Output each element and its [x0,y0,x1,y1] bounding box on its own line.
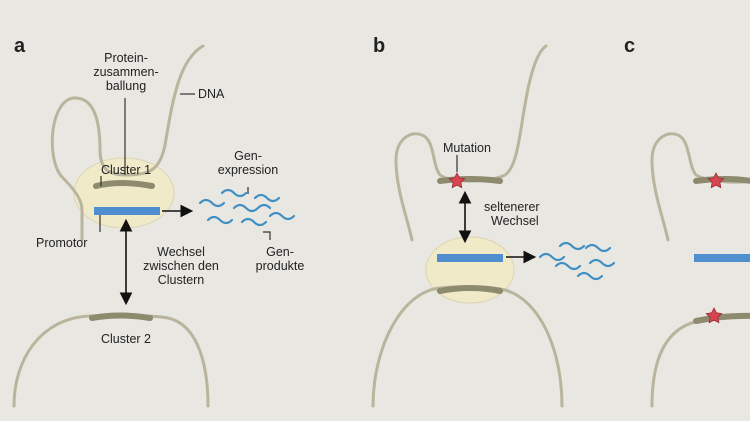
gene-products-rna [198,188,296,227]
mutation-star-c-lower [705,307,723,324]
rarer-switch-label-2: Wechsel [491,214,539,228]
switch-label-3: Clustern [158,273,205,287]
switch-label-1: Wechsel [157,245,205,259]
panel-c-label: c [624,35,635,57]
gene-products-rna-b [538,241,616,281]
promoter-bar [94,207,160,215]
mutation-label: Mutation [443,141,491,155]
dna-strand-lower [12,313,210,408]
panel-a: a Protein- zusammen- ballung DNA Cluster… [12,35,305,408]
panel-b-label: b [373,35,385,57]
cluster-2-segment [89,312,153,321]
protein-label-3: ballung [106,79,146,93]
protein-label-2: zusammen- [93,65,158,79]
gene-expression-label-2: expression [218,163,278,177]
mutation-star-c-upper [707,172,725,189]
panel-c: c [624,35,750,408]
promotor-label: Promotor [36,236,87,250]
cluster-1-segment-b [437,176,503,184]
panel-b: b Mutation seltenerer Wechsel [371,35,616,408]
dna-strand-b-upper [394,44,548,242]
cluster-1-segment-c [693,176,750,184]
rarer-switch-label-1: seltenerer [484,200,540,214]
cluster-1-label: Cluster 1 [101,163,151,177]
gene-products-label-2: produkte [256,259,305,273]
switch-label-2: zwischen den [143,259,219,273]
mutation-star-b [448,172,466,189]
dna-label: DNA [198,87,225,101]
cluster-2-label: Cluster 2 [101,332,151,346]
dna-strand-c-lower [650,314,750,408]
products-leader [263,231,271,240]
dna-strand-upper [50,44,205,242]
gene-expression-label-1: Gen- [234,149,262,163]
cluster-2-segment-c [693,312,750,324]
promoter-bar-b [437,254,503,262]
dna-strand-c-upper [650,132,750,242]
protein-label-1: Protein- [104,51,148,65]
promoter-bar-c [694,254,750,262]
cluster-2-segment-b [437,285,503,294]
dna-strand-b-lower [371,285,564,408]
gene-products-label-1: Gen- [266,245,294,259]
panel-a-label: a [14,35,26,57]
cluster-1-segment [93,180,155,189]
